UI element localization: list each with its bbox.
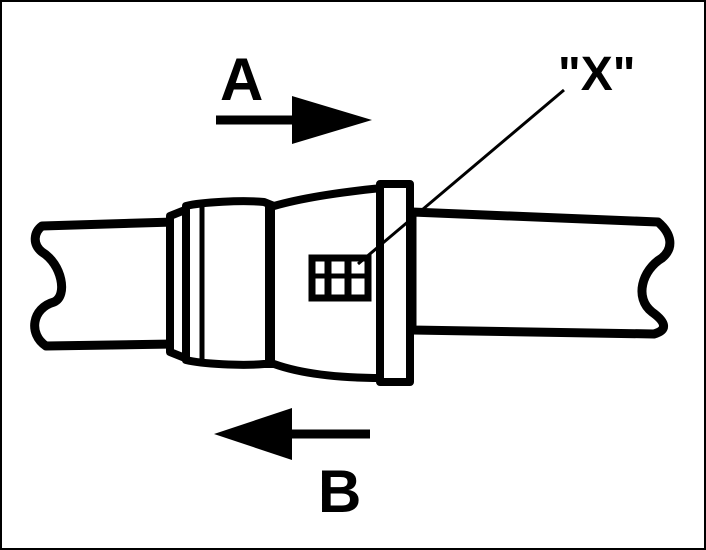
arrow-a [216, 96, 372, 144]
right-pipe [407, 207, 675, 339]
indicator-window [308, 254, 372, 302]
label-a: A [220, 46, 263, 113]
label-b: B [318, 458, 361, 525]
callout-leader-line [357, 88, 565, 266]
arrow-b [214, 408, 370, 460]
left-pipe [30, 217, 179, 351]
coupling-flange [376, 180, 414, 386]
coupling-body [182, 184, 386, 382]
label-x-callout: "X" [558, 48, 636, 101]
